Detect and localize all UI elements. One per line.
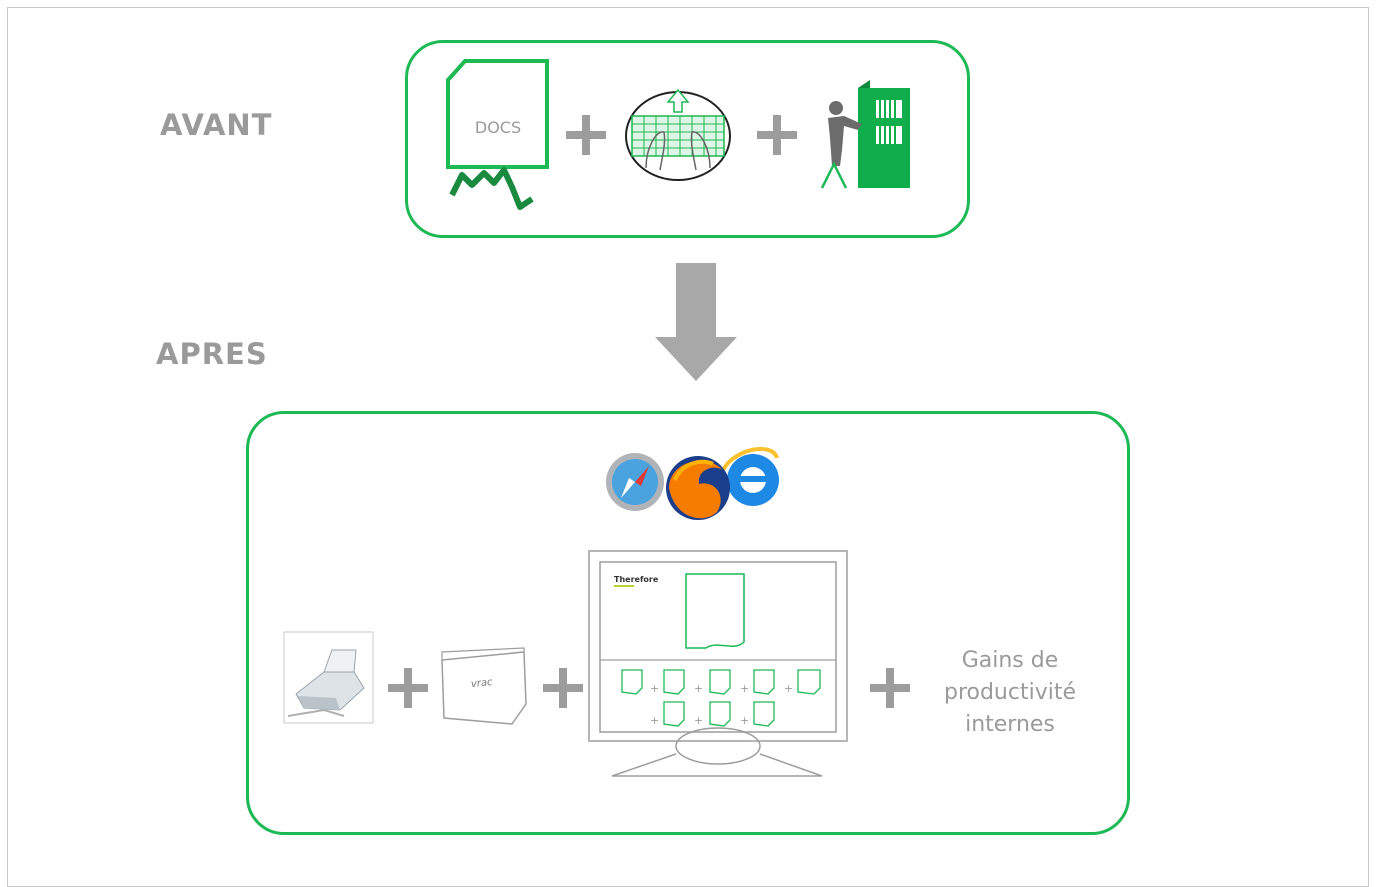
browser-logos-icon	[606, 447, 779, 520]
svg-text:+: +	[694, 714, 703, 727]
plus-3	[388, 668, 428, 708]
plus-4	[543, 668, 583, 708]
label-before: AVANT	[160, 108, 273, 142]
docs-label: DOCS	[475, 118, 521, 137]
svg-text:+: +	[650, 682, 659, 695]
monitor-icon: Therefore + + + + + + +	[588, 550, 848, 777]
svg-text:+: +	[694, 682, 703, 695]
plus-1	[566, 115, 606, 155]
svg-text:+: +	[784, 682, 793, 695]
manual-keyboard-icon	[625, 88, 731, 181]
label-after: APRES	[156, 337, 268, 371]
after-box	[246, 411, 1130, 835]
svg-text:+: +	[740, 714, 749, 727]
box-icon: vrac	[441, 647, 527, 725]
screen-brand: Therefore	[614, 575, 659, 584]
outcome-text: Gains de productivité internes	[943, 648, 1077, 737]
scanner-icon	[283, 631, 374, 724]
svg-text:+: +	[650, 714, 659, 727]
plus-2	[757, 115, 797, 155]
before-box	[405, 40, 970, 238]
archivist-cabinet-icon	[820, 80, 910, 189]
box-label: vrac	[470, 677, 493, 690]
arrow-down-icon	[655, 263, 737, 381]
plus-5	[870, 668, 910, 708]
svg-text:+: +	[740, 682, 749, 695]
walking-document-icon: DOCS	[446, 59, 549, 210]
